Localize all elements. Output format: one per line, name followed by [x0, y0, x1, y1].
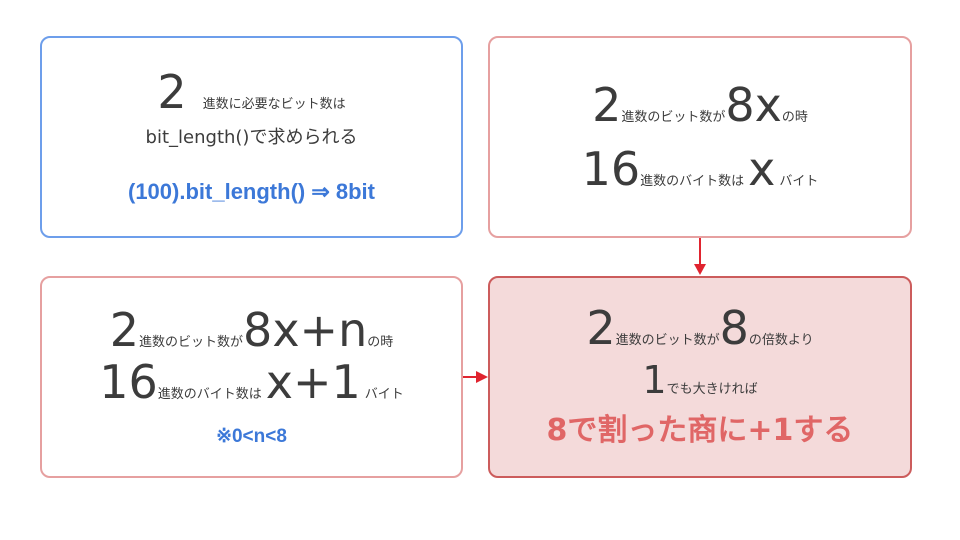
tr-line-1: 2 進数のビット数が 8x の時: [592, 82, 808, 128]
tr-l2-t1: 進数のバイト数は: [640, 174, 745, 189]
tl-example: (100).bit_length() ⇒ 8bit: [128, 179, 375, 204]
br-l1-t2: の倍数より: [748, 333, 814, 348]
bl-l1-num: 2: [109, 302, 140, 357]
br-l2-num: 1: [642, 358, 667, 402]
down-arrow-icon: [694, 238, 706, 275]
tr-l2-num: 16: [581, 142, 641, 196]
right-arrow-icon: [463, 371, 488, 383]
tr-l2-t2: バイト: [779, 174, 819, 189]
conclusion-box: 2 進数のビット数が 8 の倍数より 1 でも大きければ 8で割った商に+1する: [488, 276, 912, 478]
bl-l2-t1: 進数のバイト数は: [157, 386, 262, 402]
tr-l2-var: x: [748, 142, 776, 196]
br-conclusion: 8で割った商に+1する: [546, 413, 854, 448]
br-line-1: 2 進数のビット数が 8 の倍数より: [586, 305, 813, 351]
bl-l1-t2: の時: [367, 334, 394, 350]
br-l1-t1: 進数のビット数が: [615, 333, 720, 348]
tl-text1: 進数に必要なビット数は: [202, 97, 346, 112]
bl-line-2: 16 進数のバイト数は x+1 バイト: [99, 359, 404, 405]
tr-l1-var: 8x: [725, 78, 782, 132]
br-line-2: 1 でも大きければ: [642, 361, 757, 399]
bl-l2-var: x+1: [265, 354, 361, 409]
tr-line-2: 16 進数のバイト数は x バイト: [582, 146, 819, 192]
br-l1-var: 8: [719, 301, 749, 355]
tr-l1-t1: 進数のビット数が: [621, 110, 726, 125]
bl-note: ※0<n<8: [216, 425, 287, 447]
bit-length-info-box: 2 進数に必要なビット数は bit_length()で求められる (100).b…: [40, 36, 463, 238]
bl-l1-t1: 進数のビット数が: [139, 334, 244, 350]
bl-l1-var: 8x+n: [243, 302, 368, 357]
case-8x-box: 2 進数のビット数が 8x の時 16 進数のバイト数は x バイト: [488, 36, 912, 238]
tl-line-1: 2 進数に必要なビット数は: [157, 69, 345, 115]
tr-l1-num: 2: [592, 78, 622, 132]
bl-l2-num: 16: [99, 354, 158, 409]
bl-l2-t2: バイト: [364, 386, 404, 402]
tr-l1-t2: の時: [781, 110, 808, 125]
br-l1-num: 2: [586, 301, 616, 355]
case-8x-plus-n-box: 2 進数のビット数が 8x+n の時 16 進数のバイト数は x+1 バイト ※…: [40, 276, 463, 478]
tl-line-2: bit_length()で求められる: [145, 127, 358, 148]
br-l2-t1: でも大きければ: [666, 382, 758, 397]
bl-line-1: 2 進数のビット数が 8x+n の時: [110, 307, 394, 353]
tl-digit: 2: [157, 65, 187, 119]
